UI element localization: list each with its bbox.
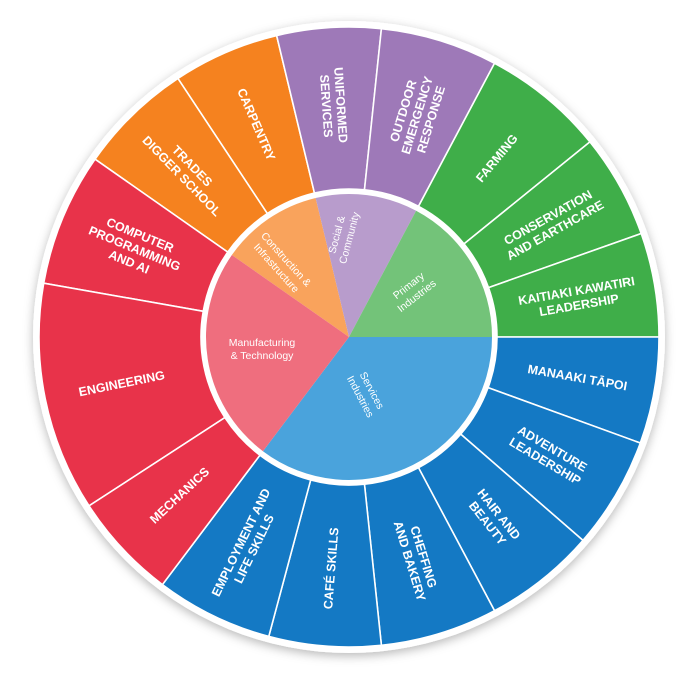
- programme-label-uniformed-services: UNIFORMEDSERVICES: [317, 67, 350, 144]
- programme-label-outdoor-emergency-response: OUTDOOREMERGENCYRESPONSE: [385, 70, 450, 160]
- category-manufacturing: [205, 254, 349, 452]
- category-services: [262, 337, 492, 480]
- category-social: [315, 194, 417, 337]
- programme-label-cafe-skills: CAFÉ SKILLS: [320, 527, 341, 610]
- category-primary: [349, 210, 492, 337]
- inner-ring: [201, 189, 497, 485]
- category-label-manufacturing: Manufacturing& Technology: [229, 337, 296, 362]
- outer-ring: [38, 26, 660, 648]
- category-construction: [231, 197, 349, 337]
